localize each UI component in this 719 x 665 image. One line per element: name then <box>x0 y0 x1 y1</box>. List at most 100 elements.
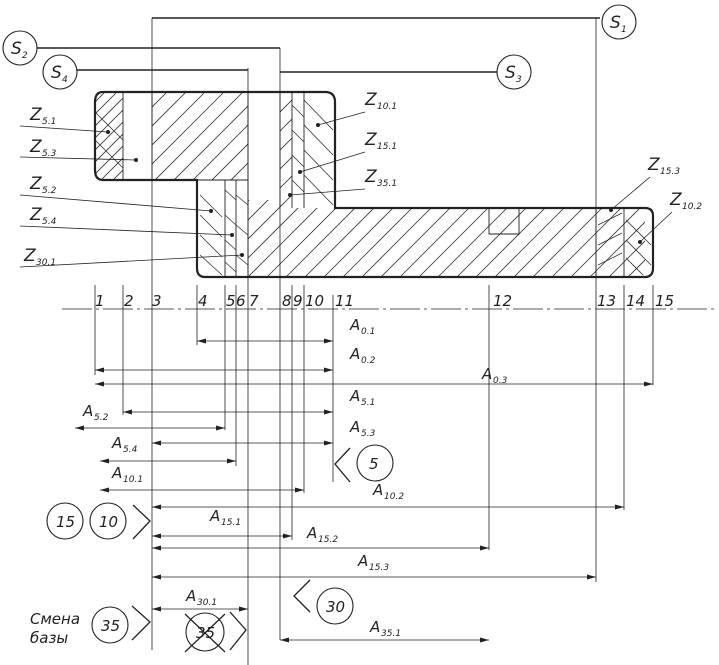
surface-15: 15 <box>655 292 674 310</box>
surface-numbers: 1 2 3 4 5 6 7 8 9 10 11 12 13 14 15 <box>95 292 674 310</box>
svg-text:A: A <box>349 418 360 436</box>
svg-text:5: 5 <box>369 455 379 473</box>
surface-3: 3 <box>152 292 162 310</box>
svg-text:10.2: 10.2 <box>384 492 404 502</box>
svg-text:5.4: 5.4 <box>42 217 57 227</box>
svg-text:Z: Z <box>23 246 36 266</box>
svg-text:3: 3 <box>516 75 522 85</box>
svg-text:1: 1 <box>621 25 627 35</box>
svg-text:0.1: 0.1 <box>361 327 375 337</box>
surface-13: 13 <box>597 292 616 310</box>
svg-text:A: A <box>349 345 360 363</box>
svg-text:0.2: 0.2 <box>361 356 376 366</box>
surface-8: 8 <box>282 292 292 310</box>
svg-text:S: S <box>11 39 22 59</box>
svg-text:A: A <box>185 587 196 605</box>
svg-text:15: 15 <box>56 513 75 531</box>
svg-text:35: 35 <box>101 617 120 635</box>
base-change-note: Смена базы <box>30 610 80 647</box>
svg-text:A: A <box>111 434 122 452</box>
main-body-hatching <box>152 92 645 277</box>
svg-text:10.2: 10.2 <box>682 202 702 212</box>
svg-text:15.2: 15.2 <box>318 535 338 545</box>
svg-text:Z: Z <box>29 137 42 157</box>
operation-30: 30 <box>316 587 354 625</box>
svg-text:15.3: 15.3 <box>369 563 389 573</box>
svg-text:Z: Z <box>364 130 377 150</box>
svg-text:Z: Z <box>364 167 377 187</box>
blank-dimensions <box>30 17 600 73</box>
allowance-hatching <box>94 99 652 276</box>
svg-text:Z: Z <box>29 205 42 225</box>
left-flange-hatching <box>95 92 123 180</box>
surface-12: 12 <box>493 292 512 310</box>
svg-text:5.2: 5.2 <box>42 186 57 196</box>
blank-s4: S 4 <box>42 54 78 90</box>
base-symbols <box>131 447 351 651</box>
svg-text:5.3: 5.3 <box>42 149 57 159</box>
svg-text:A: A <box>349 316 360 334</box>
operation-10: 10 <box>89 502 127 540</box>
svg-text:10.1: 10.1 <box>377 102 397 112</box>
svg-text:5.4: 5.4 <box>123 445 138 455</box>
svg-text:A: A <box>357 552 368 570</box>
surface-7: 7 <box>249 292 259 310</box>
svg-text:10.1: 10.1 <box>123 475 143 485</box>
svg-text:Z: Z <box>669 190 682 210</box>
svg-text:2: 2 <box>22 51 28 61</box>
blank-s1: S 1 <box>601 4 637 40</box>
surface-9: 9 <box>293 292 303 310</box>
surface-11: 11 <box>335 292 354 310</box>
svg-text:S: S <box>610 13 621 33</box>
allowance-leaders <box>19 111 673 268</box>
surface-5: 5 <box>226 292 236 310</box>
svg-text:базы: базы <box>30 629 68 647</box>
groove <box>488 208 520 235</box>
part-outline <box>93 90 655 279</box>
operation-5: 5 <box>356 444 394 482</box>
svg-text:5.2: 5.2 <box>94 413 109 423</box>
svg-text:A: A <box>369 618 380 636</box>
allowance-leader-dots <box>106 123 642 257</box>
svg-text:30.1: 30.1 <box>197 598 217 608</box>
svg-text:4: 4 <box>62 75 68 85</box>
svg-text:0.3: 0.3 <box>493 376 508 386</box>
svg-text:A: A <box>209 507 220 525</box>
blank-s2: S 2 <box>2 30 38 66</box>
svg-text:A: A <box>82 402 93 420</box>
operation-35-crossed: 35 <box>184 612 226 653</box>
svg-text:A: A <box>111 464 122 482</box>
extension-lines <box>94 18 654 665</box>
svg-text:A: A <box>349 387 360 405</box>
svg-text:5.3: 5.3 <box>361 429 376 439</box>
blank-s3: S 3 <box>496 54 532 90</box>
surface-2: 2 <box>124 292 134 310</box>
svg-text:30: 30 <box>326 598 345 616</box>
svg-text:15.3: 15.3 <box>660 167 680 177</box>
operation-35: 35 <box>91 606 129 644</box>
operation-15: 15 <box>46 502 84 540</box>
svg-text:30.1: 30.1 <box>36 258 56 268</box>
svg-text:15.1: 15.1 <box>221 518 241 528</box>
svg-text:S: S <box>51 63 62 83</box>
